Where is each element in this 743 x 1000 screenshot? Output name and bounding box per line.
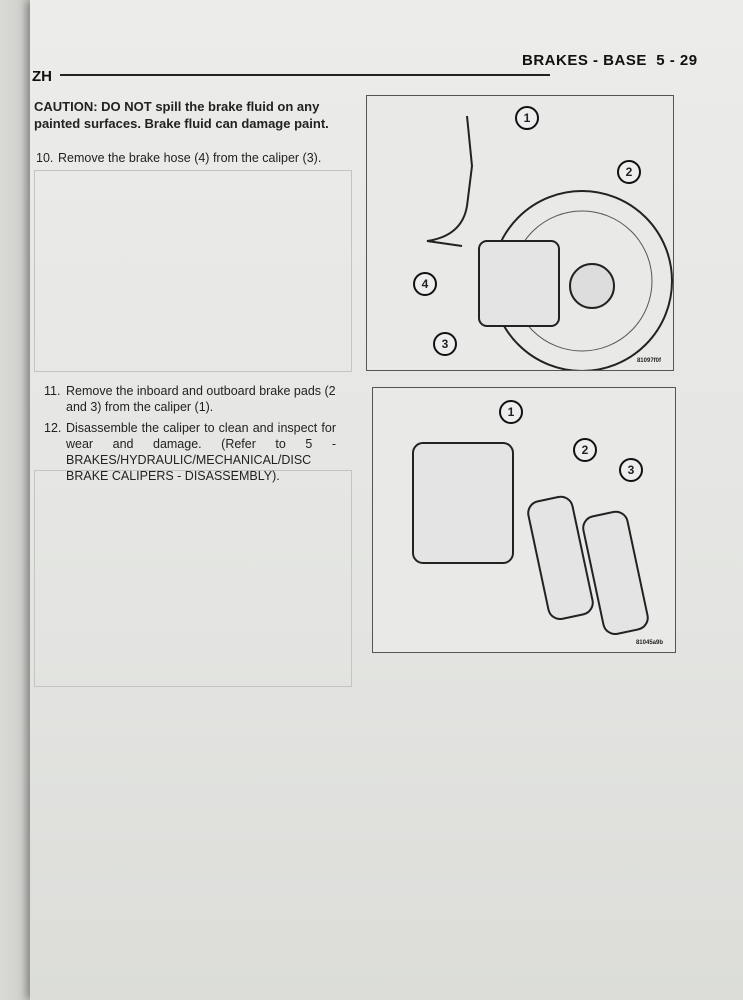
page-header: ZH BRAKES - BASE 5 - 29 [32, 52, 722, 85]
page-title: BRAKES - BASE 5 - 29 [522, 52, 698, 69]
step-number: 11. [44, 384, 61, 398]
figure-id: 81045a9b [635, 640, 663, 646]
header-rule [60, 74, 550, 76]
section-code: ZH [32, 68, 52, 85]
callout-1: 1 [499, 400, 523, 424]
figure-id: 81097f0f [636, 358, 661, 364]
caliper-hose-illustration [426, 115, 673, 372]
callout-3: 3 [619, 458, 643, 482]
page-number: 5 - 29 [656, 52, 698, 69]
figure-brake-hose: 1 2 3 4 81097f0f [366, 95, 674, 372]
figure-brake-pads: 1 2 3 81045a9b [372, 387, 676, 653]
step-10: 10. Remove the brake hose (4) from the ca… [36, 150, 336, 166]
step-text: Remove the inboard and outboard brake pa… [66, 384, 336, 414]
step-number: 10. [36, 151, 54, 165]
callout-2: 2 [617, 160, 641, 184]
callout-4: 4 [413, 272, 437, 296]
step-12: 12. Disassemble the caliper to clean and … [44, 420, 336, 484]
bleed-through-figure [34, 470, 352, 687]
caliper-pads-illustration [412, 442, 649, 636]
caution-note: CAUTION: DO NOT spill the brake fluid on… [34, 99, 329, 131]
step-number: 12. [44, 421, 62, 435]
callout-1: 1 [515, 106, 539, 130]
callout-2: 2 [573, 438, 597, 462]
manual-page: ZH BRAKES - BASE 5 - 29 CAUTION: DO NOT … [30, 0, 743, 1000]
callout-3: 3 [433, 332, 457, 356]
step-11: 11. Remove the inboard and outboard brake… [44, 383, 336, 415]
step-text: Remove the brake hose (4) from the calip… [58, 151, 322, 165]
step-text: Disassemble the caliper to clean and ins… [66, 421, 336, 483]
bleed-through-figure [34, 170, 352, 372]
